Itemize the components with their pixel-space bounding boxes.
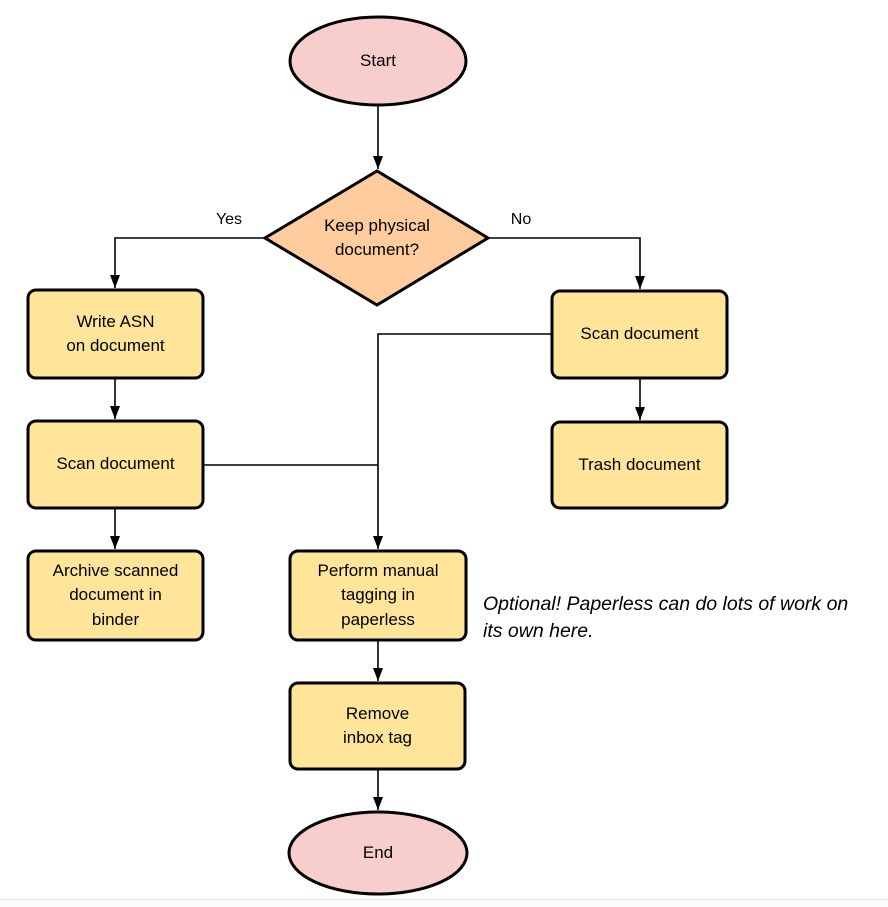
process-perform-box [288,549,468,642]
note-optional: Optional! Paperless can do lots of work … [483,593,849,643]
edge-label-yes: Yes [215,211,243,228]
connector-no-branch [488,237,645,289]
end-terminator-ellipse [287,810,469,896]
decision-diamond [262,169,491,307]
connector-scanright-to-perform [373,333,552,549]
process-remove-box [288,681,467,771]
process-trash-box [550,420,729,510]
process-archive-box [26,549,205,642]
process-scan-left-box [26,419,205,510]
start-terminator-ellipse [288,15,468,107]
window-bottom-edge [0,899,888,907]
process-write-asn-box [26,288,205,380]
edge-label-no: No [510,211,532,228]
process-scan-right-box [550,289,729,380]
connector-yes-branch [110,237,264,288]
